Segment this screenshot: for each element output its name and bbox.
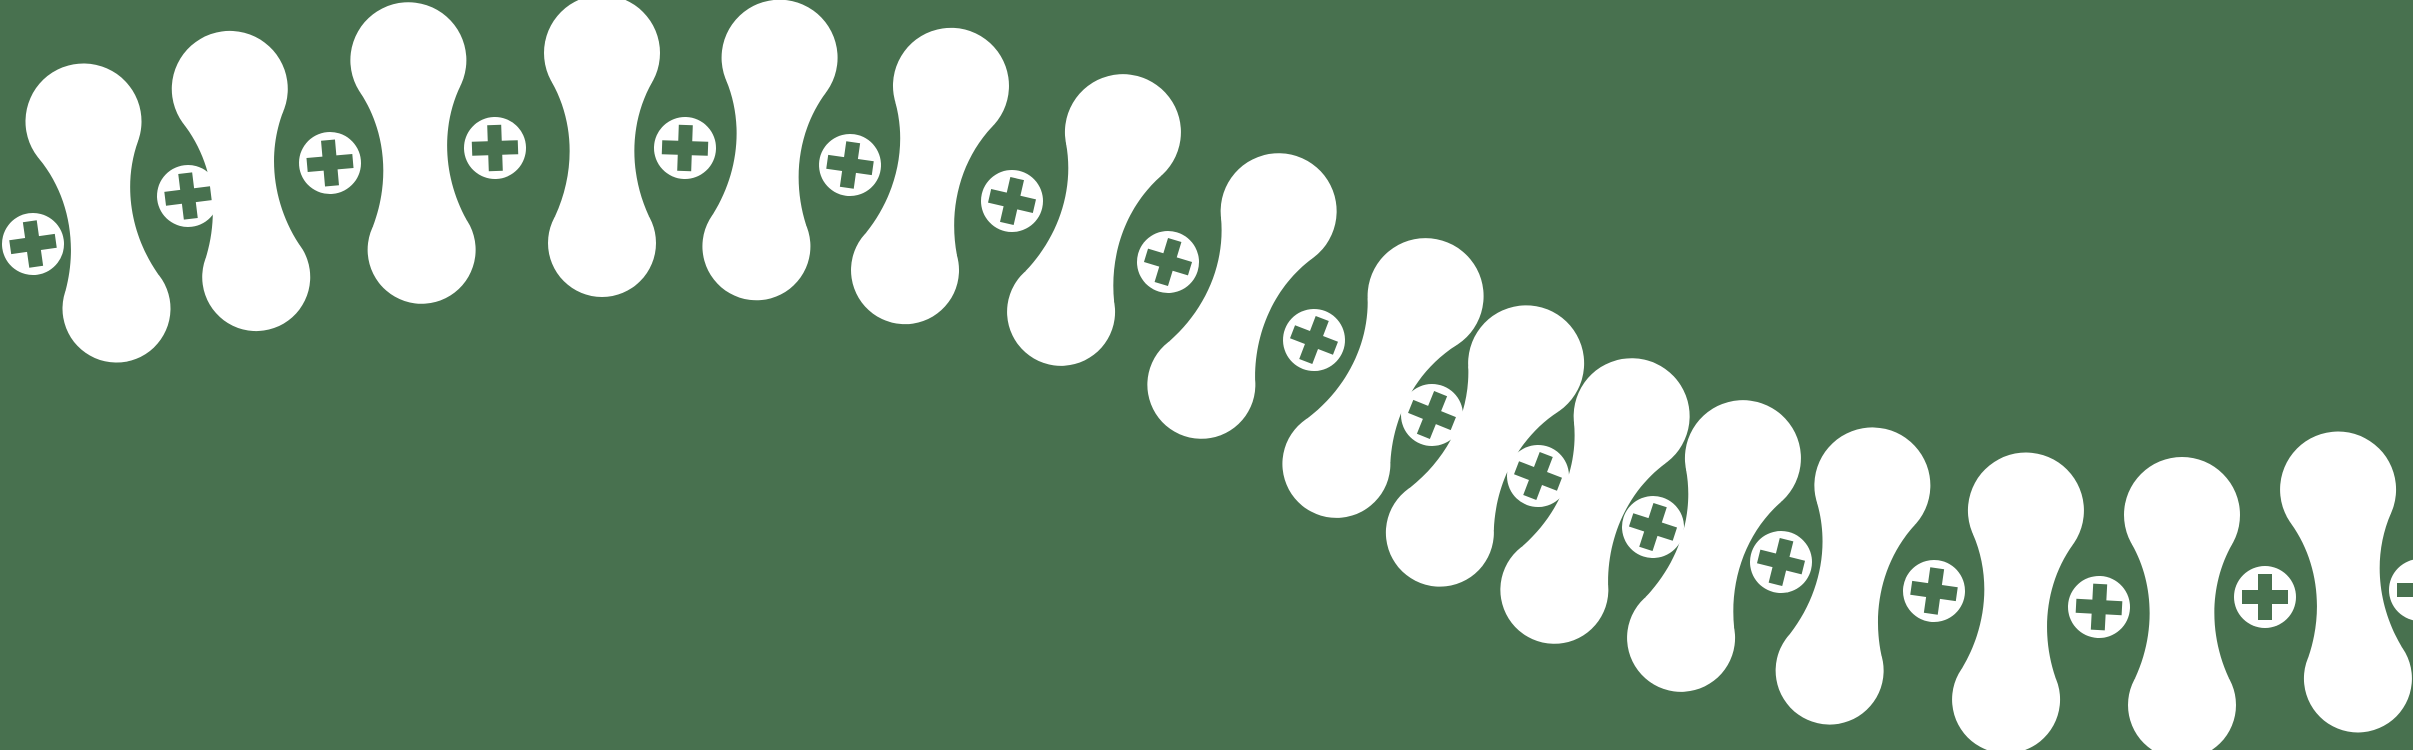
dumbbell-shape — [171, 30, 311, 332]
dumbbell-shape — [1775, 427, 1931, 725]
dumbbell-shape — [1627, 400, 1801, 692]
plus-coin-icon — [1507, 445, 1569, 507]
dumbbell-shape — [25, 63, 171, 363]
plus-coin-icon — [299, 132, 361, 194]
dumbbell-shape — [1500, 358, 1690, 644]
dumbbell-shape — [1385, 305, 1585, 587]
dumbbell-shape — [2124, 457, 2240, 750]
dumbbell-shape — [851, 27, 1009, 325]
plus-coin-icon — [654, 117, 716, 179]
plus-coin-icon — [1283, 309, 1345, 371]
plus-coin-icon — [1903, 560, 1965, 622]
plus-coin-icon — [464, 117, 526, 179]
plus-coin-icon — [1750, 531, 1812, 593]
dumbbell-shape — [1147, 153, 1337, 439]
plus-coin-icon — [1401, 384, 1463, 446]
dumbbell-shape — [702, 0, 838, 301]
plus-coin-icon — [981, 170, 1043, 232]
dumbbell-shape — [1952, 452, 2084, 750]
dumbbell-shape — [1007, 74, 1181, 366]
plus-coin-icon — [157, 165, 219, 227]
plus-coin-icon — [2, 213, 64, 275]
plus-coin-icon — [819, 134, 881, 196]
plus-coin-icon — [1622, 496, 1684, 558]
plus-coin-icon — [2389, 559, 2413, 621]
plus-coin-icon — [2234, 566, 2296, 628]
dumbbell-shape — [350, 2, 476, 304]
dumbbell-shape — [1282, 238, 1484, 518]
plus-coin-icon — [2068, 576, 2130, 638]
plus-coin-icon — [1137, 231, 1199, 293]
dumbbell-shape — [2280, 431, 2412, 733]
dumbbell-shape — [544, 0, 660, 297]
